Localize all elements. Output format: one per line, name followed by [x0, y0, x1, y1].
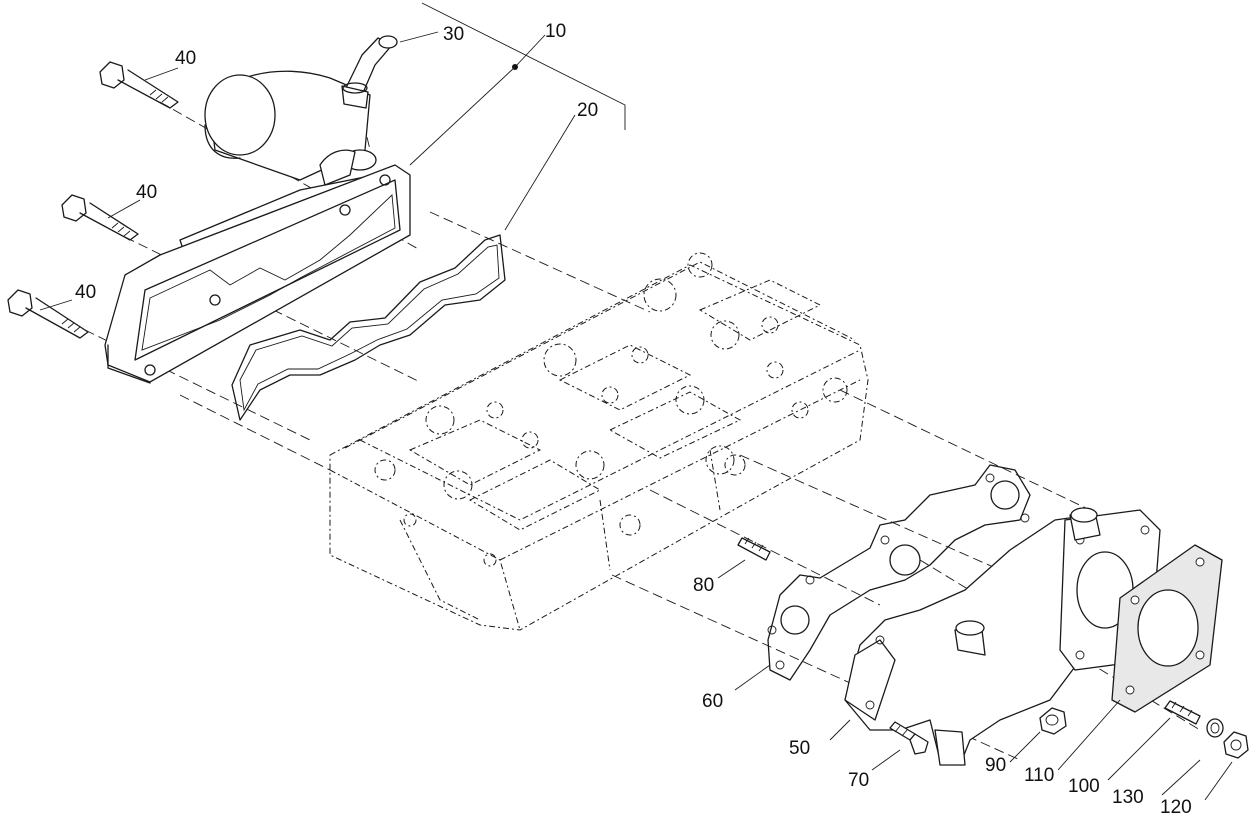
bolt-40-middle — [61, 194, 139, 241]
screw-70 — [889, 721, 929, 755]
callout-70: 70 — [848, 770, 869, 791]
callout-130: 130 — [1112, 787, 1144, 808]
leader-lines — [39, 2, 1233, 801]
cylinder-head-phantom — [329, 252, 869, 631]
thermostat-housing — [104, 70, 411, 384]
callout-40-middle: 40 — [136, 182, 157, 203]
callout-labels: 10 20 30 40 40 40 50 60 70 80 90 100 110… — [75, 21, 1192, 818]
bolt-40-bottom — [7, 289, 89, 339]
callout-120: 120 — [1160, 797, 1192, 818]
stud-100 — [1164, 700, 1201, 725]
stud-80 — [737, 537, 771, 561]
callout-50: 50 — [789, 738, 810, 759]
manifold-gasket — [767, 464, 1031, 681]
washer-130 — [1206, 718, 1224, 738]
thermostat-gasket — [231, 234, 506, 421]
callout-80: 80 — [693, 575, 714, 596]
nut-90 — [1039, 707, 1067, 735]
callout-60: 60 — [702, 691, 723, 712]
callout-30: 30 — [443, 24, 464, 45]
nut-120 — [1223, 731, 1249, 759]
callout-90: 90 — [985, 755, 1006, 776]
callout-100: 100 — [1068, 776, 1100, 797]
callout-40-bottom: 40 — [75, 282, 96, 303]
callout-40-top: 40 — [175, 48, 196, 69]
hose-elbow — [341, 35, 398, 109]
callout-110: 110 — [1024, 765, 1054, 786]
callout-20: 20 — [577, 100, 598, 121]
callout-10: 10 — [545, 21, 566, 42]
flange-gasket — [1111, 544, 1223, 713]
bolt-40-top — [99, 61, 179, 109]
